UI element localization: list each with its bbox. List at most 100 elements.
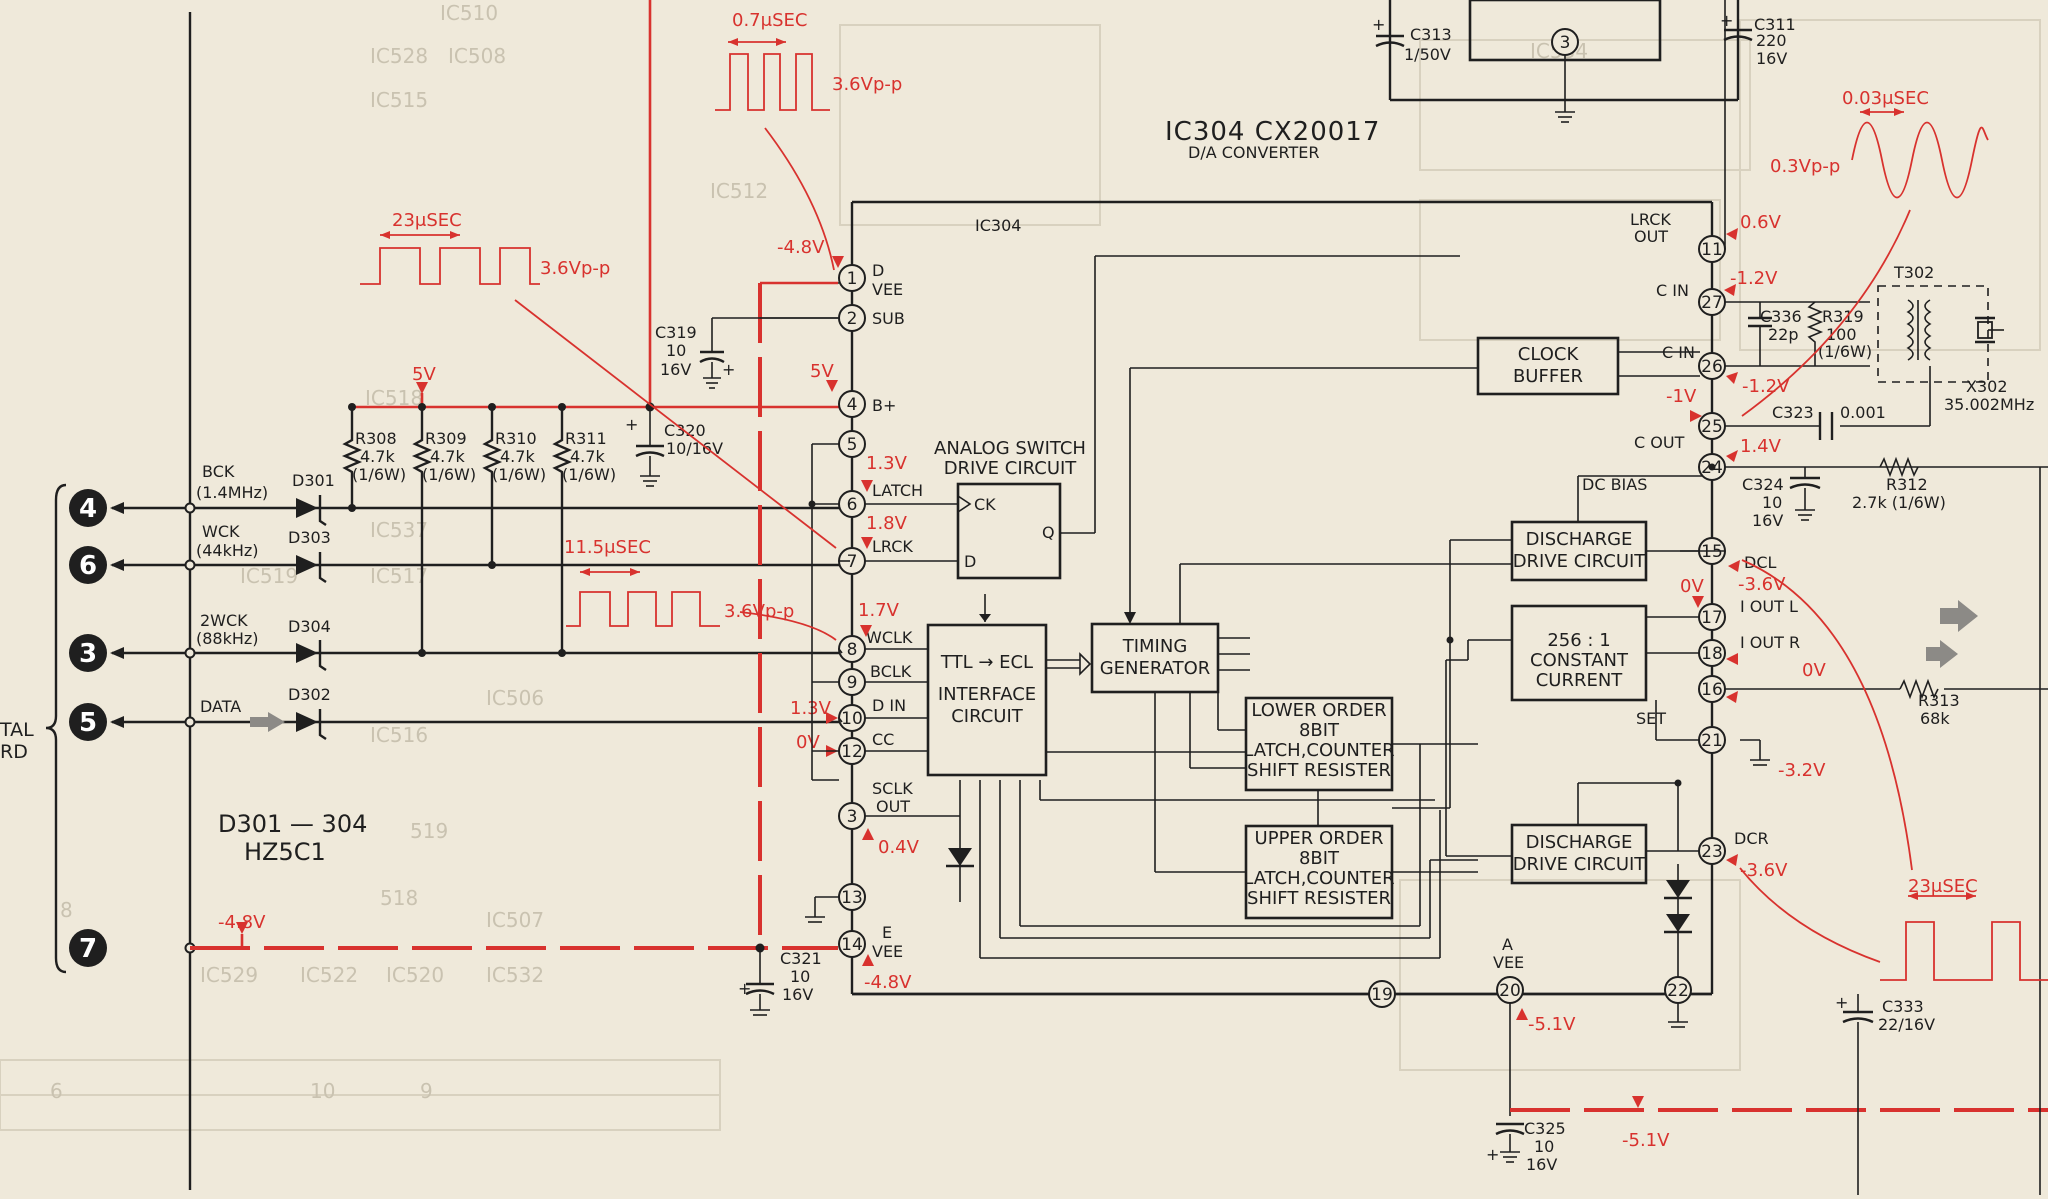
ic-subtitle: D/A CONVERTER xyxy=(1188,143,1319,162)
lower-order-line4: SHIFT RESISTER xyxy=(1247,760,1391,781)
background-ghost-layer: IC510 IC528 IC508 IC515 IC518 IC537 IC51… xyxy=(0,1,2041,1131)
pin-12[interactable]: 12 xyxy=(838,737,866,765)
connector-7[interactable]: 7 xyxy=(69,929,107,967)
connector-brace xyxy=(45,483,67,974)
constant-current-block[interactable] xyxy=(1510,604,1700,741)
ic-ref-label: IC304 xyxy=(975,216,1021,235)
c313-value: 1/50V xyxy=(1404,45,1451,64)
svg-text:23: 23 xyxy=(1701,842,1723,862)
pin-6[interactable]: 6 xyxy=(838,490,866,518)
c319-voltage: 16V xyxy=(660,360,691,379)
ghost-text-10: IC507 xyxy=(486,908,544,932)
pin12-name: CC xyxy=(872,730,894,749)
ghost-text-12: IC520 xyxy=(386,963,444,987)
rail-5v-label: 5V xyxy=(412,364,436,385)
svg-text:+: + xyxy=(722,360,735,379)
waveform1-amplitude: 3.6Vp-p xyxy=(832,74,902,95)
connector-5[interactable]: 5 xyxy=(69,703,107,741)
diode-note-line1: D301 — 304 xyxy=(218,810,367,838)
wck-freq-label: (44kHz) xyxy=(196,541,259,560)
pin24-name: DC BIAS xyxy=(1582,475,1647,494)
pin-26[interactable]: 26 xyxy=(1698,352,1726,380)
pin-22[interactable]: 22 xyxy=(1664,976,1692,1004)
connector-3[interactable]: 3 xyxy=(69,634,107,672)
r319-value: 100 xyxy=(1826,325,1857,344)
x302-ref: X302 xyxy=(1966,377,2008,396)
c325-value: 10 xyxy=(1534,1137,1554,1156)
r310-ref: R310 xyxy=(495,429,537,448)
interface-circuit-block[interactable] xyxy=(926,623,1048,777)
pin3-voltage: 0.4V xyxy=(878,837,920,858)
ghost-text-20: 9 xyxy=(420,1079,433,1103)
pin-9[interactable]: 9 xyxy=(838,668,866,696)
waveform-4 xyxy=(1741,108,1989,417)
waveform3-period: 11.5μSEC xyxy=(564,537,651,558)
analog-switch-block[interactable] xyxy=(956,482,1062,580)
clock-buffer-block[interactable] xyxy=(1476,336,1700,396)
pin-13[interactable]: 13 xyxy=(838,883,866,911)
connector-4-number: 4 xyxy=(79,494,97,524)
connector-7-number: 7 xyxy=(79,934,97,964)
ghost-text-1: IC528 xyxy=(370,44,428,68)
pin-1[interactable]: 1 xyxy=(838,264,866,292)
discharge-right-block[interactable] xyxy=(1510,782,1700,885)
pin-23[interactable]: 23 xyxy=(1698,837,1726,865)
ghost-text-18: 518 xyxy=(380,886,418,910)
r308-ref: R308 xyxy=(355,429,397,448)
pin20-name: A xyxy=(1502,935,1513,954)
svg-text:22: 22 xyxy=(1667,981,1689,1001)
pin7-name: LRCK xyxy=(872,537,913,556)
svg-text:27: 27 xyxy=(1701,293,1723,313)
pin-25[interactable]: 25 xyxy=(1698,412,1726,440)
pin18-voltage: 0V xyxy=(1802,660,1826,681)
pin-2[interactable]: 2 xyxy=(838,304,866,332)
svg-text:+: + xyxy=(1835,993,1848,1012)
pin12-voltage: 0V xyxy=(796,732,820,753)
left-pin-wiring xyxy=(760,282,850,923)
pin-19[interactable]: 19 xyxy=(1368,980,1396,1008)
pin-14[interactable]: 14 xyxy=(838,930,866,958)
pin-18[interactable]: 18 xyxy=(1698,639,1726,667)
pin-8[interactable]: 8 xyxy=(838,635,866,663)
connector-6[interactable]: 6 xyxy=(69,546,107,584)
r308-value: 4.7k xyxy=(360,447,395,466)
pin4-name: B+ xyxy=(872,396,896,415)
pin-27[interactable]: 27 xyxy=(1698,288,1726,316)
pin-11[interactable]: 11 xyxy=(1698,235,1726,263)
ghost-text-0: IC510 xyxy=(440,1,498,25)
pin-3[interactable]: 3 xyxy=(838,802,866,830)
pin15-name: DCL xyxy=(1744,553,1776,572)
pin11-name2: OUT xyxy=(1634,227,1668,246)
discharge-right-line1: DISCHARGE xyxy=(1526,832,1633,853)
c336-value: 22p xyxy=(1768,325,1799,344)
c319-ref: C319 xyxy=(655,323,697,342)
c321-ref: C321 xyxy=(780,949,822,968)
pin-21[interactable]: 21 xyxy=(1698,726,1726,754)
pin-20[interactable]: 20 xyxy=(1496,976,1524,1004)
d302-label: D302 xyxy=(288,685,331,704)
r319-ref: R319 xyxy=(1822,307,1864,326)
pin24-voltage: 1.4V xyxy=(1740,436,1782,457)
conn7-voltage-label: -4.8V xyxy=(218,912,266,933)
pin21-voltage: -3.2V xyxy=(1778,760,1826,781)
r310-value: 4.7k xyxy=(500,447,535,466)
pin-17[interactable]: 17 xyxy=(1698,603,1726,631)
svg-text:20: 20 xyxy=(1499,981,1521,1001)
svg-text:19: 19 xyxy=(1371,985,1393,1005)
pin-4[interactable]: 4 xyxy=(838,390,866,418)
ghost-text-11: IC532 xyxy=(486,963,544,987)
input-signal-lines xyxy=(110,502,850,954)
ghost-text-14: IC529 xyxy=(200,963,258,987)
c325-ref: C325 xyxy=(1524,1119,1566,1138)
pin20-name2: VEE xyxy=(1493,953,1524,972)
pin-10[interactable]: 10 xyxy=(838,704,866,732)
connector-4[interactable]: 4 xyxy=(69,489,107,527)
ghost-text-16: IC512 xyxy=(710,179,768,203)
pin18-name: I OUT R xyxy=(1740,633,1800,652)
pin-5[interactable]: 5 xyxy=(838,430,866,458)
c323-ref: C323 xyxy=(1772,403,1814,422)
pin-16[interactable]: 16 xyxy=(1698,675,1726,703)
pin11-voltage: 0.6V xyxy=(1740,212,1782,233)
